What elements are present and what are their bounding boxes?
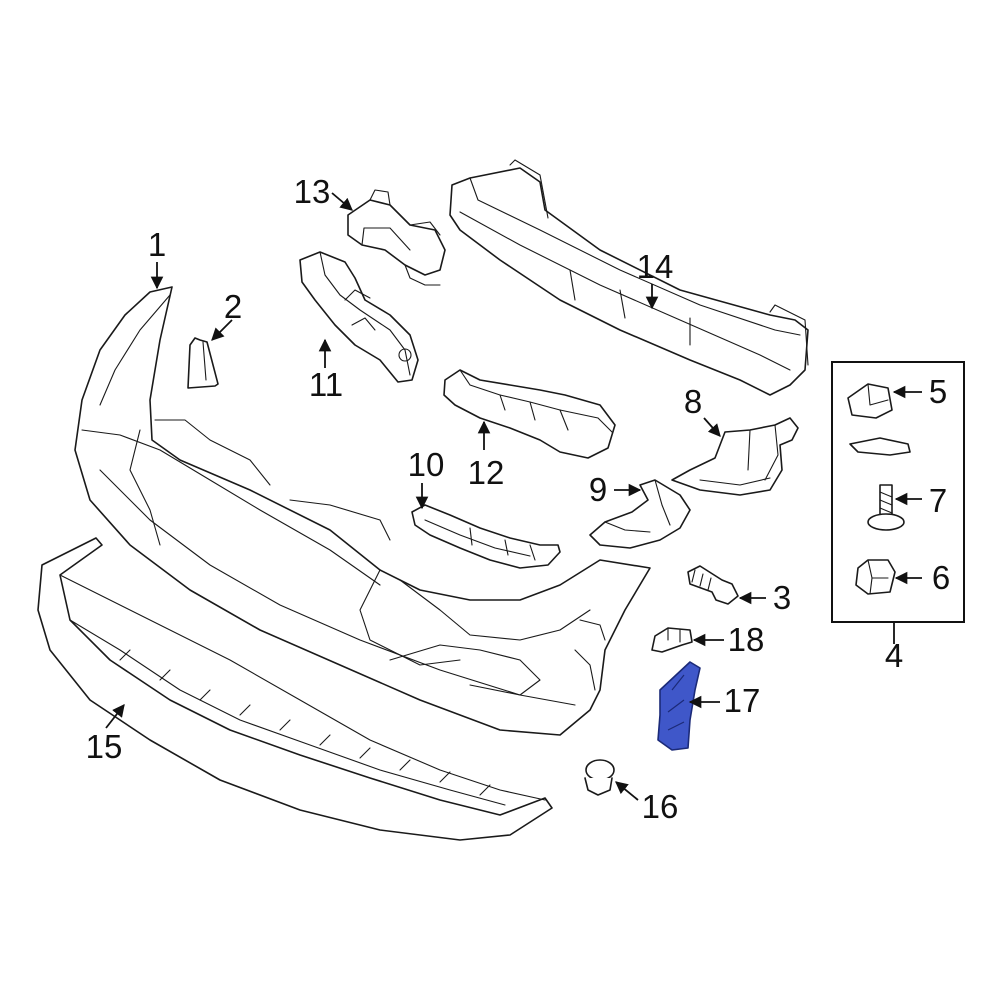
callout-6: 6 xyxy=(932,559,950,596)
part-15-lower-valance[interactable] xyxy=(37,537,553,841)
callout-13: 13 xyxy=(294,173,331,210)
callout-1: 1 xyxy=(148,226,166,263)
part-1-bumper-cover[interactable] xyxy=(74,286,651,736)
part-13-upper-bracket[interactable] xyxy=(347,189,446,286)
part-5-retainer[interactable] xyxy=(847,383,911,456)
part-6-nut-clip[interactable] xyxy=(855,559,896,595)
callout-9: 9 xyxy=(589,471,607,508)
callout-4: 4 xyxy=(885,637,903,674)
callout-11: 11 xyxy=(309,366,343,403)
part-10-lower-bracket[interactable] xyxy=(411,504,561,569)
part-2-filler-panel[interactable] xyxy=(187,337,219,389)
callout-3: 3 xyxy=(773,579,791,616)
callout-10: 10 xyxy=(408,446,445,483)
callout-18: 18 xyxy=(728,621,765,658)
callout-15: 15 xyxy=(86,728,123,765)
part-12-center-bracket[interactable] xyxy=(443,369,616,459)
part-17-bracket-highlighted[interactable] xyxy=(657,661,701,751)
part-7-screw[interactable] xyxy=(867,484,905,531)
callout-14: 14 xyxy=(637,248,674,285)
callout-labels: 1 2 3 4 5 6 7 8 9 10 11 12 13 14 15 16 1… xyxy=(86,173,951,825)
callout-12: 12 xyxy=(468,454,505,491)
callout-8: 8 xyxy=(684,383,702,420)
part-3-bolt[interactable] xyxy=(687,565,739,605)
part-9-bracket[interactable] xyxy=(589,479,691,549)
part-8-side-bracket[interactable] xyxy=(671,417,799,496)
part-11-side-bracket[interactable] xyxy=(299,251,419,383)
callout-16: 16 xyxy=(642,788,679,825)
callout-5: 5 xyxy=(929,373,947,410)
part-14-bumper-reinforcement-beam[interactable] xyxy=(449,159,809,396)
hardware-kit-box xyxy=(831,361,965,623)
callout-17: 17 xyxy=(724,682,761,719)
part-16-push-clip[interactable] xyxy=(584,759,615,796)
part-18-clip[interactable] xyxy=(651,627,693,653)
callout-7: 7 xyxy=(929,482,947,519)
callout-2: 2 xyxy=(224,288,242,325)
leader-lines xyxy=(105,192,922,801)
